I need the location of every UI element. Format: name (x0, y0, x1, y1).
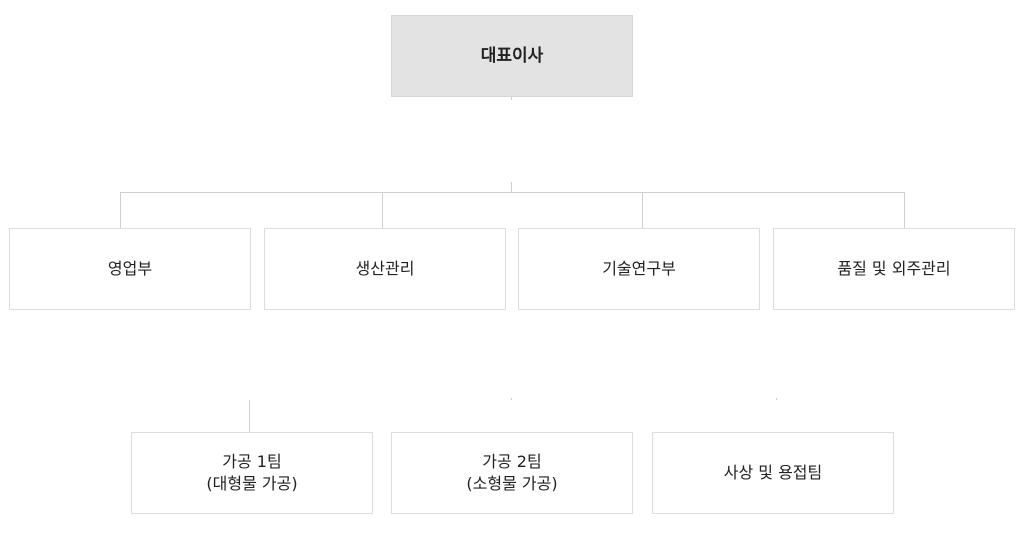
connector-bus-center (511, 182, 512, 192)
dept-label-quality: 품질 및 외주관리 (837, 259, 951, 278)
connector-team-3-stub (776, 398, 777, 400)
connector-dept-3 (642, 192, 643, 228)
team-box-machining-1: 가공 1팀 (대형물 가공) (131, 432, 373, 514)
team-label-machining-2: 가공 2팀 (482, 452, 542, 471)
team-label-finishing-welding: 사상 및 용접팀 (723, 463, 823, 482)
dept-box-sales: 영업부 (9, 228, 251, 310)
dept-box-production: 생산관리 (264, 228, 506, 310)
dept-box-quality: 품질 및 외주관리 (773, 228, 1015, 310)
connector-dept-bus (120, 192, 905, 193)
dept-label-sales: 영업부 (107, 259, 153, 278)
ceo-box: 대표이사 (391, 15, 633, 97)
dept-box-rnd: 기술연구부 (518, 228, 760, 310)
team-label-machining-1: 가공 1팀 (222, 452, 282, 471)
team-sublabel-machining-1: (대형물 가공) (206, 474, 298, 493)
connector-team-2-stub (511, 398, 512, 400)
dept-label-production: 생산관리 (355, 259, 415, 278)
connector-team-1 (249, 400, 250, 432)
connector-dept-4 (904, 192, 905, 228)
team-box-machining-2: 가공 2팀 (소형물 가공) (391, 432, 633, 514)
team-sublabel-machining-2: (소형물 가공) (466, 474, 558, 493)
connector-dept-2 (382, 192, 383, 228)
ceo-label: 대표이사 (480, 46, 544, 66)
connector-dept-1 (120, 192, 121, 228)
connector-top-stub (511, 96, 512, 100)
team-box-finishing-welding: 사상 및 용접팀 (652, 432, 894, 514)
dept-label-rnd: 기술연구부 (602, 259, 676, 278)
